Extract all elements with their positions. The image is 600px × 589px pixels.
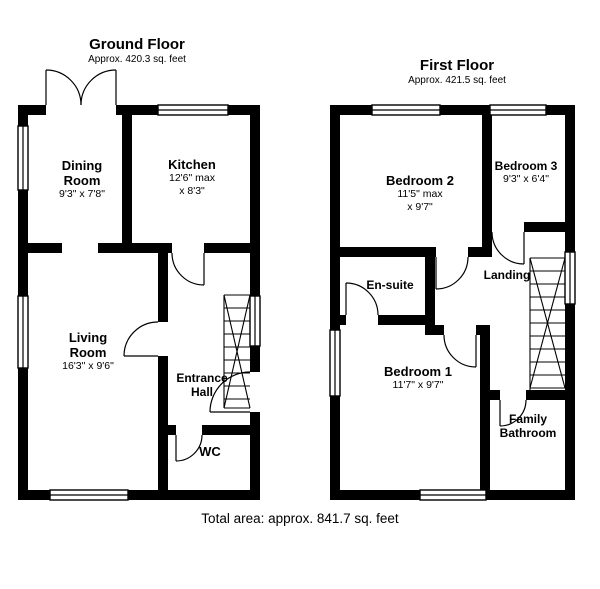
first-floor-area: Approx. 421.5 sq. feet: [408, 75, 506, 86]
total-area-text: Total area: approx. 841.7 sq. feet: [201, 511, 399, 526]
ground-floor-title-block: Ground Floor Approx. 420.3 sq. feet: [88, 36, 186, 66]
room-dims: 11'7" x 9'7": [392, 379, 444, 391]
gf-french-doors-dining: [45, 69, 117, 106]
ground-floor-area: Approx. 420.3 sq. feet: [88, 54, 186, 65]
room-label-landing: Landing: [484, 268, 531, 282]
room-label-wc: WC: [199, 444, 221, 459]
ff-window-bottom: [419, 489, 487, 501]
room-name: Dining: [61, 158, 103, 173]
room-dims: 12'6" max: [168, 172, 216, 184]
room-dims: x 9'7": [407, 201, 433, 213]
ff-window-bedroom3-top: [489, 104, 547, 116]
ff-door-bedroom3: [491, 231, 525, 265]
gf-stairs: [223, 294, 251, 409]
room-name: Kitchen: [168, 157, 216, 172]
room-name: Room: [69, 345, 107, 360]
room-name: Living: [68, 330, 108, 345]
ff-stairs: [529, 257, 566, 390]
first-floor-title-block: First Floor Approx. 421.5 sq. feet: [408, 57, 506, 87]
gf-window-living-left: [17, 295, 29, 369]
room-dims: 16'3" x 9'6": [62, 360, 114, 372]
room-label-dining-room: Dining Room 9'3" x 7'8": [59, 158, 105, 201]
ff-window-bedroom1-left: [329, 329, 341, 397]
first-floor-title: First Floor: [419, 57, 495, 74]
room-name: En-suite: [366, 278, 414, 292]
first-floor-plan: [329, 104, 576, 501]
room-name: WC: [199, 444, 221, 459]
room-label-bedroom-1: Bedroom 1 11'7" x 9'7": [384, 364, 452, 392]
ff-door-bedroom2: [435, 256, 469, 290]
ff-door-bedroom1: [443, 334, 477, 368]
room-name: Room: [63, 173, 101, 188]
gf-window-stairs-right: [249, 295, 261, 347]
room-dims: 9'3" x 6'4": [503, 173, 549, 185]
room-name: Bathroom: [499, 426, 557, 440]
room-label-living-room: Living Room 16'3" x 9'6": [62, 330, 114, 373]
room-dims: x 8'3": [179, 185, 205, 197]
ff-window-landing-right: [564, 251, 576, 305]
ground-floor-title: Ground Floor: [89, 36, 185, 53]
ff-door-ensuite: [345, 282, 379, 316]
room-label-bedroom-2: Bedroom 2 11'5" max x 9'7": [386, 173, 454, 214]
room-dims: 11'5" max: [397, 188, 443, 200]
ground-floor-plan: [17, 69, 261, 501]
ff-door-bathroom: [499, 399, 527, 427]
room-name: Landing: [483, 268, 531, 282]
room-label-bedroom-3: Bedroom 3 9'3" x 6'4": [495, 159, 558, 186]
room-dims: 9'3" x 7'8": [59, 188, 105, 200]
gf-window-kitchen-top: [157, 104, 229, 116]
room-name: Hall: [190, 385, 214, 399]
room-label-family-bathroom: Family Bathroom: [500, 412, 557, 440]
room-label-kitchen: Kitchen 12'6" max x 8'3": [168, 157, 216, 198]
ff-window-bedroom2-top: [371, 104, 441, 116]
gf-window-dining-left: [17, 125, 29, 191]
gf-door-living: [123, 321, 159, 357]
gf-door-kitchen: [171, 252, 205, 286]
room-name: Entrance: [176, 371, 228, 385]
room-label-en-suite: En-suite: [366, 278, 413, 292]
room-label-entrance-hall: Entrance Hall: [176, 371, 227, 399]
room-name: Family: [508, 412, 548, 426]
room-name: Bedroom 3: [494, 159, 558, 173]
room-name: Bedroom 2: [386, 173, 454, 188]
gf-door-wc: [175, 434, 203, 462]
room-name: Bedroom 1: [384, 364, 452, 379]
gf-window-living-bottom: [49, 489, 129, 501]
